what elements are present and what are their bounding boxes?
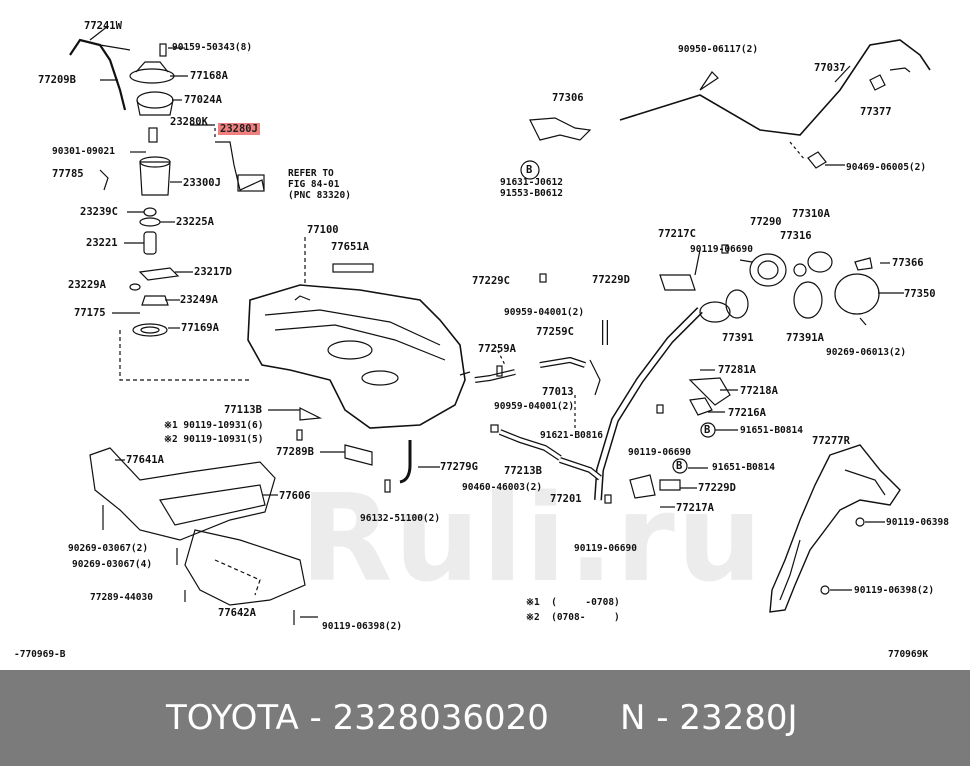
part-90119-06398-2b: 90119-06398(2): [854, 585, 935, 596]
part-91553-B0612: 91553-B0612: [500, 188, 563, 199]
part-77366: 77366: [892, 257, 924, 269]
part-90269-06013: 90269-06013(2): [826, 347, 907, 358]
part-77175: 77175: [74, 307, 106, 319]
part-77218A: 77218A: [740, 385, 778, 397]
part-77377: 77377: [860, 106, 892, 118]
part-90119-06690-b: 90119-06690: [628, 447, 691, 458]
part-91631-J0612: 91631-J0612: [500, 177, 563, 188]
part-90469-06005: 90469-06005(2): [846, 162, 927, 173]
part-90119-06690-c: 90119-06690: [574, 543, 637, 554]
refer-note: REFER TO FIG 84-01 (PNC 83320): [288, 168, 351, 201]
part-77310A: 77310A: [792, 208, 830, 220]
part-77281A: 77281A: [718, 364, 756, 376]
part-77217C: 77217C: [658, 228, 696, 240]
part-23280K: 23280K: [170, 116, 208, 128]
part-77217A: 77217A: [676, 502, 714, 514]
diagram-drawing: [69, 25, 931, 625]
footer-part-number: TOYOTA - 2328036020: [166, 698, 549, 738]
part-77241W: 77241W: [84, 20, 122, 32]
part-90269-03067-4: 90269-03067(4): [72, 559, 153, 570]
part-77316: 77316: [780, 230, 812, 242]
part-90119-10931-6: ※1 90119-10931(6): [164, 420, 264, 431]
part-77201: 77201: [550, 493, 582, 505]
part-90950-06117: 90950-06117(2): [678, 44, 759, 55]
part-23229A: 23229A: [68, 279, 106, 291]
part-23225A: 23225A: [176, 216, 214, 228]
part-77168A: 77168A: [190, 70, 228, 82]
part-91621-B0816: 91621-B0816: [540, 430, 603, 441]
circle-b-2: B: [704, 424, 711, 436]
part-77113B: 77113B: [224, 404, 262, 416]
part-90119-06398-2a: 90119-06398(2): [322, 621, 403, 632]
part-77642A: 77642A: [218, 607, 256, 619]
part-90460-46003: 90460-46003(2): [462, 482, 543, 493]
part-90119-06398-b: 90119-06398: [886, 517, 949, 528]
part-77229C: 77229C: [472, 275, 510, 287]
part-90269-03067-2: 90269-03067(2): [68, 543, 149, 554]
part-77289-44030: 77289-44030: [90, 592, 153, 603]
part-23249A: 23249A: [180, 294, 218, 306]
part-23280J-highlighted[interactable]: 23280J: [218, 123, 260, 135]
circle-b-3: B: [676, 460, 683, 472]
circle-b-1: B: [526, 164, 533, 176]
part-77259A: 77259A: [478, 343, 516, 355]
part-90119-10931-5: ※2 90119-10931(5): [164, 434, 264, 445]
part-77100: 77100: [307, 224, 339, 236]
part-77306: 77306: [552, 92, 584, 104]
part-77391A: 77391A: [786, 332, 824, 344]
part-90159-50343: 90159-50343(8): [172, 42, 253, 53]
part-77277R: 77277R: [812, 435, 850, 447]
note-1: ※1 ( -0708): [526, 597, 620, 608]
footer-ref-number: N - 23280J: [620, 698, 798, 738]
part-77350: 77350: [904, 288, 936, 300]
part-77641A: 77641A: [126, 454, 164, 466]
parts-diagram: Ruli.ru 77241W 90159-50343(8) 77209B 771…: [14, 20, 949, 660]
part-77216A: 77216A: [728, 407, 766, 419]
part-77024A: 77024A: [184, 94, 222, 106]
part-23217D: 23217D: [194, 266, 232, 278]
part-77651A: 77651A: [331, 241, 369, 253]
note-2: ※2 (0708- ): [526, 612, 620, 623]
part-96132-51100: 96132-51100(2): [360, 513, 441, 524]
part-77037: 77037: [814, 62, 846, 74]
part-77289B: 77289B: [276, 446, 314, 458]
part-90119-06690-a: 90119-06690: [690, 244, 753, 255]
part-90301-09021: 90301-09021: [52, 146, 115, 157]
part-90959-04001-a: 90959-04001(2): [504, 307, 585, 318]
part-23221: 23221: [86, 237, 118, 249]
part-77013: 77013: [542, 386, 574, 398]
footer-bar: TOYOTA - 2328036020 N - 23280J: [0, 670, 970, 766]
part-23239C: 23239C: [80, 206, 118, 218]
part-77391: 77391: [722, 332, 754, 344]
part-77213B: 77213B: [504, 465, 542, 477]
diagram-code-left: -770969-B: [14, 649, 66, 660]
part-91651-B0814-a: 91651-B0814: [740, 425, 803, 436]
watermark: Ruli.ru: [300, 470, 765, 609]
part-77209B: 77209B: [38, 74, 76, 86]
part-77290: 77290: [750, 216, 782, 228]
part-90959-04001-b: 90959-04001(2): [494, 401, 575, 412]
part-77606: 77606: [279, 490, 311, 502]
part-77169A: 77169A: [181, 322, 219, 334]
part-23300J: 23300J: [183, 177, 221, 189]
part-77259C: 77259C: [536, 326, 574, 338]
part-91651-B0814-b: 91651-B0814: [712, 462, 775, 473]
part-77229D: 77229D: [698, 482, 736, 494]
diagram-code-right: 770969K: [888, 649, 929, 660]
part-77229D-top: 77229D: [592, 274, 630, 286]
part-77785: 77785: [52, 168, 84, 180]
part-77279G: 77279G: [440, 461, 478, 473]
